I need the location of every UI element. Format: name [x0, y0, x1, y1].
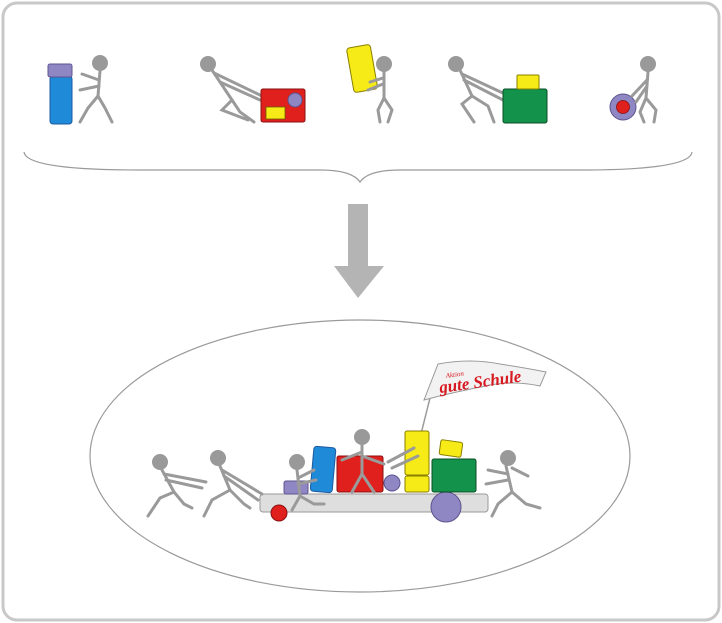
cargo-lavender-ball — [383, 474, 401, 492]
red-hub — [616, 100, 630, 114]
lavender-lid — [47, 63, 73, 78]
yellow-label — [265, 106, 286, 120]
team-figure-center — [340, 429, 386, 494]
green-box — [502, 88, 548, 124]
pushing-figure-icon — [78, 55, 114, 124]
banner-small-text: Aktion — [444, 369, 465, 380]
figure-pulling-green-box — [448, 56, 548, 124]
team-figure-flag-holder — [386, 446, 420, 470]
banner-cloth — [423, 360, 547, 401]
cargo-yellow-small — [404, 475, 430, 493]
grouping-brace — [23, 151, 693, 184]
team-figure-pusher-right — [484, 450, 542, 518]
lavender-wheel — [287, 92, 303, 108]
team-figure-puller-2 — [202, 450, 264, 518]
team-figure-pusher-left — [289, 454, 326, 512]
cargo-yellow-tall — [404, 430, 430, 476]
cargo-yellow-top — [438, 439, 464, 458]
pulling-figure-icon — [200, 56, 264, 124]
down-arrow-icon — [334, 204, 384, 298]
carrying-figure-icon — [366, 56, 394, 124]
team-cart-scene: Aktion gute Schule — [146, 360, 547, 523]
figure-pushing-blue-case — [47, 55, 114, 125]
blue-suitcase — [49, 75, 73, 125]
figure-rolling-wheel — [609, 56, 658, 124]
team-figure-puller-1 — [146, 454, 208, 518]
figure-carrying-yellow-block — [346, 44, 394, 124]
team-ellipse — [89, 319, 631, 593]
cart-wheel-red — [270, 504, 288, 522]
small-yellow-box — [516, 74, 540, 90]
rolling-figure-icon — [630, 56, 658, 124]
figure-pulling-red-case — [200, 56, 306, 124]
yellow-block — [346, 44, 378, 93]
cargo-green-box — [431, 458, 477, 493]
top-row — [47, 44, 658, 125]
cargo-red-case — [336, 455, 384, 493]
cart-wheel-lavender — [430, 491, 462, 523]
pulling-figure-icon — [448, 56, 507, 124]
